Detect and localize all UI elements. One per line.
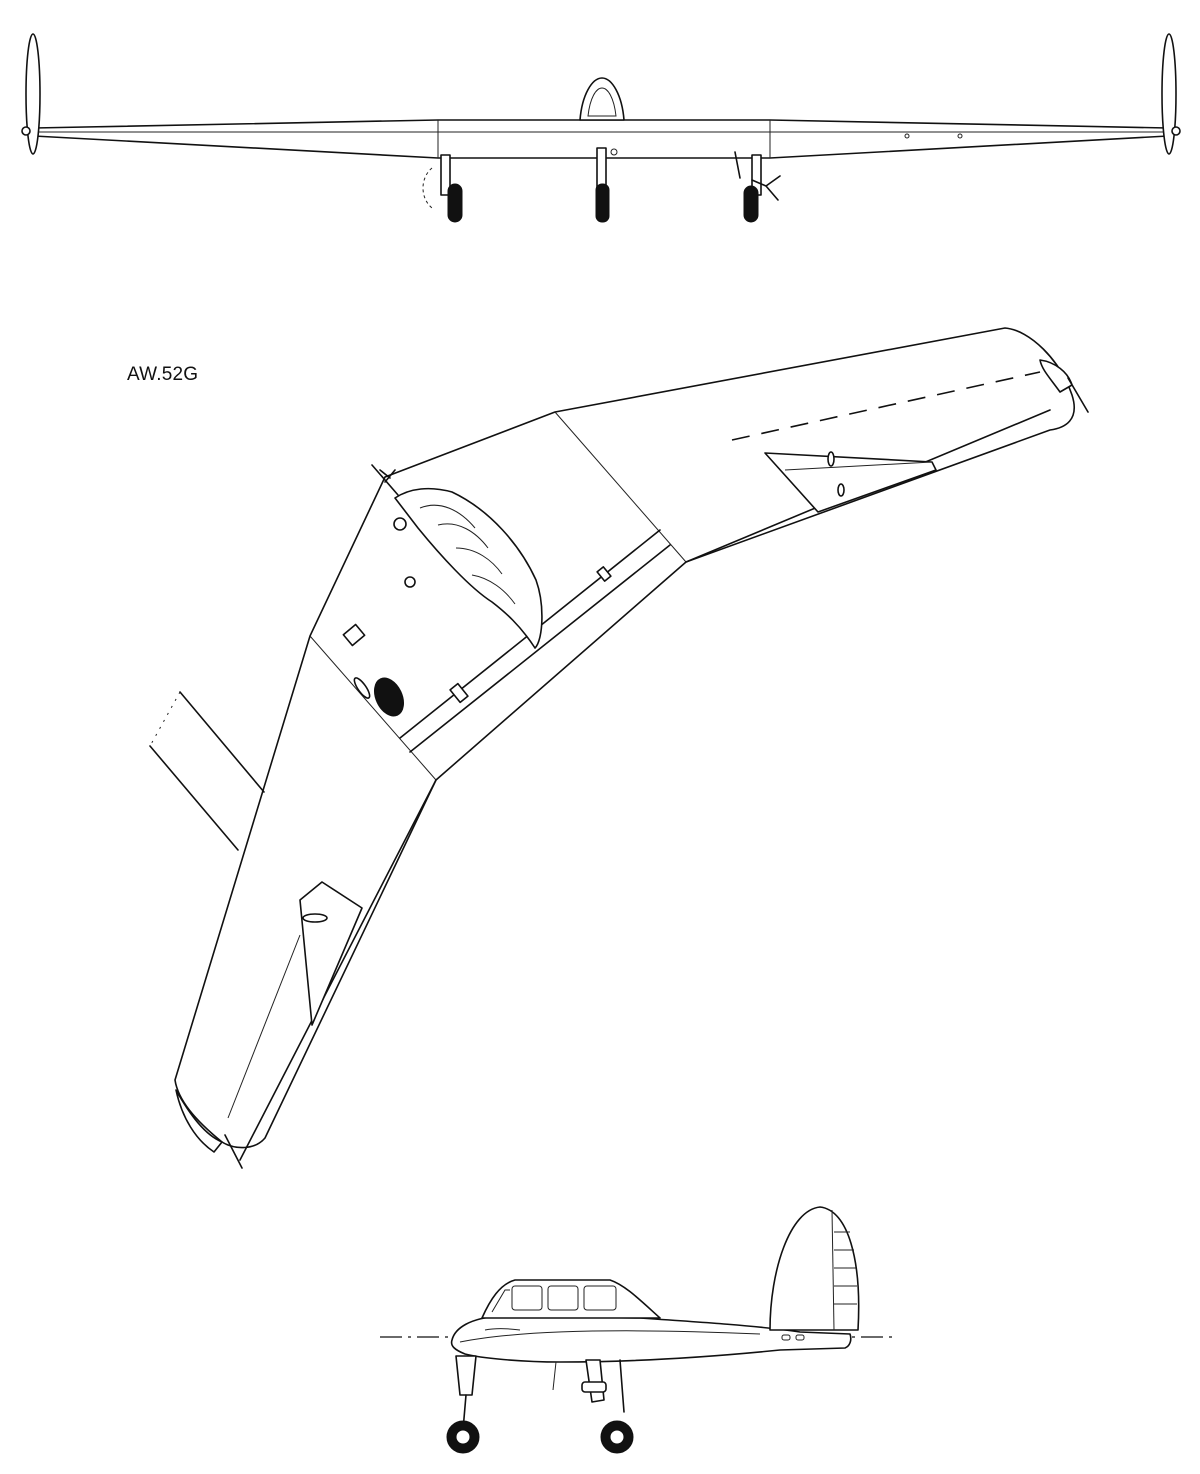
plan-hinge-1 xyxy=(449,682,469,704)
side-view xyxy=(380,1206,895,1454)
plan-left-bullet xyxy=(224,1134,243,1169)
front-canopy xyxy=(579,77,625,121)
side-rudder-hinge xyxy=(831,1209,835,1331)
plan-aerial-2 xyxy=(149,745,239,851)
front-view xyxy=(21,33,1181,223)
plan-right-aileron xyxy=(764,452,937,513)
plan-canopy-frame-4 xyxy=(471,574,516,605)
side-light-1 xyxy=(781,1334,791,1341)
front-fin-left xyxy=(25,33,41,155)
plan-canopy xyxy=(394,487,543,649)
plan-nose-screw xyxy=(404,576,416,588)
plan-joint-right xyxy=(554,411,687,563)
side-canopy-window-1 xyxy=(511,1285,543,1311)
side-canopy-window-front xyxy=(491,1289,510,1313)
side-rudder-ribs xyxy=(834,1231,857,1305)
front-fin-right xyxy=(1161,33,1177,155)
front-gear-right xyxy=(734,151,781,223)
front-rivet-1 xyxy=(904,133,910,139)
plan-aerial-wire xyxy=(149,691,181,747)
plan-left-fin xyxy=(175,1089,223,1153)
plan-canopy-frame-2 xyxy=(437,523,489,549)
side-wing-line xyxy=(459,1330,761,1343)
plan-right-hinge-1 xyxy=(827,451,835,467)
front-canopy-frame xyxy=(587,87,617,117)
plan-hinge-2 xyxy=(596,566,612,582)
front-gear-center xyxy=(595,147,618,223)
side-aerial xyxy=(552,1361,557,1391)
side-canopy-window-3 xyxy=(583,1285,617,1311)
side-main-gear xyxy=(581,1359,634,1454)
front-fin-right-bullet xyxy=(1171,126,1181,136)
plan-canopy-frame-3 xyxy=(455,547,503,575)
plan-right-bullet xyxy=(1067,377,1089,413)
plan-joint-left xyxy=(309,635,437,781)
plan-left-flap-line xyxy=(227,934,301,1119)
aircraft-designation-label: AW.52G xyxy=(127,364,199,385)
plan-pitot xyxy=(371,464,399,496)
side-light-2 xyxy=(795,1334,805,1341)
side-fin xyxy=(769,1206,860,1331)
plan-canopy-frame-1 xyxy=(419,504,476,529)
side-nose-gear xyxy=(446,1355,480,1454)
plan-gear-door xyxy=(353,677,371,699)
front-rivet-2 xyxy=(957,133,963,139)
front-fin-left-bullet xyxy=(21,126,31,136)
plan-flap-line-2 xyxy=(409,544,671,753)
side-canopy-window-2 xyxy=(547,1285,579,1311)
plan-left-hinge xyxy=(302,913,328,923)
plan-right-dashed-line xyxy=(731,371,1041,441)
side-intake xyxy=(484,1328,521,1331)
plan-view xyxy=(149,327,1089,1169)
plan-aerial-1 xyxy=(179,691,265,793)
plan-right-aileron-line xyxy=(784,461,933,471)
plan-nose-port xyxy=(393,517,407,531)
plan-right-fin xyxy=(1039,359,1073,393)
plan-nose-wheel xyxy=(373,677,405,717)
plan-right-hinge-2 xyxy=(837,483,845,497)
front-gear-left xyxy=(422,154,463,223)
plan-hatch xyxy=(342,623,366,647)
plan-left-te-line xyxy=(239,779,437,1161)
